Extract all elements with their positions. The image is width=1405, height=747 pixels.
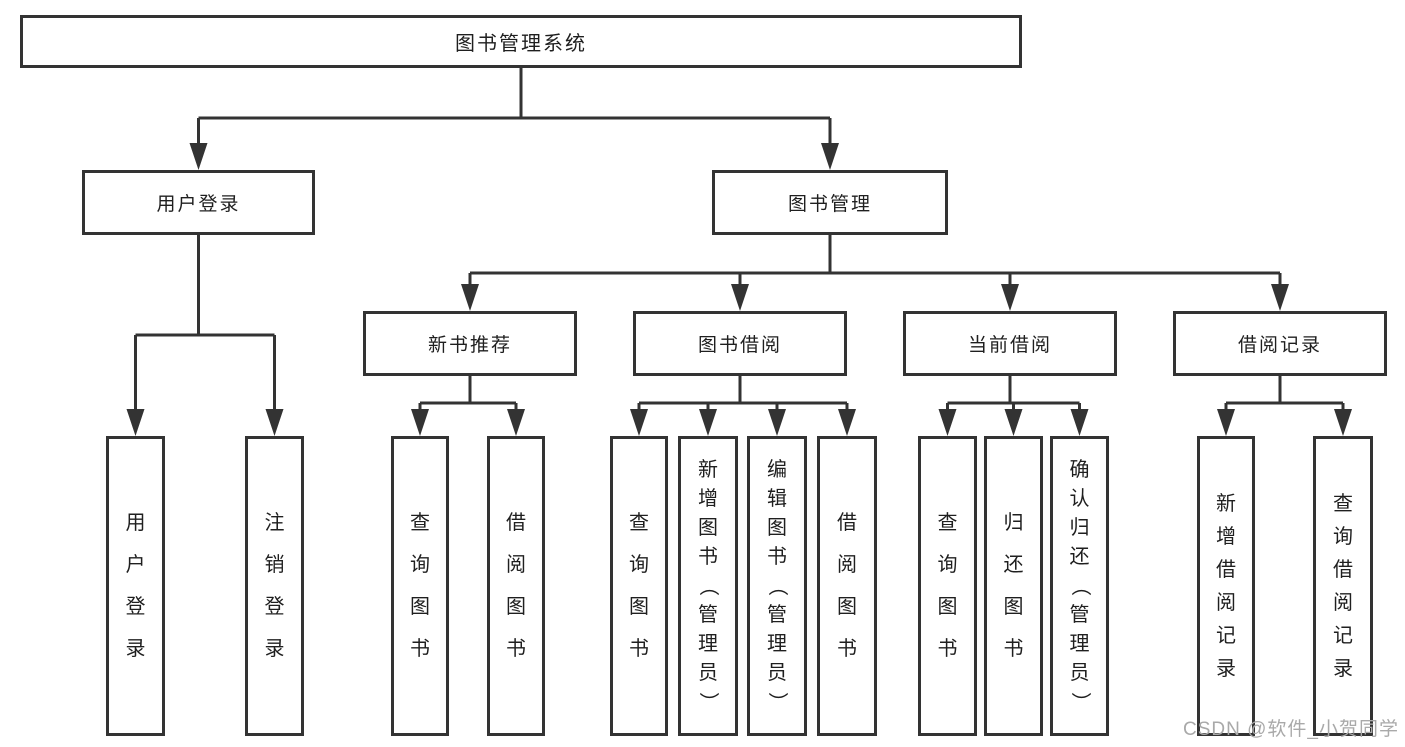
node-root: 图书管理系统 [20,15,1022,68]
leaf-label: 查询图书 [937,512,958,660]
leaf-label: 新增借阅记录 [1216,492,1236,680]
node-label: 用户登录 [156,194,241,215]
leaf-label: 用户登录 [125,512,146,660]
leaf-bb-add-book-admin: 新增图书（管理员） [678,436,738,736]
node-user-login: 用户登录 [82,170,315,235]
node-book-management: 图书管理 [712,170,948,235]
node-label: 新书推荐 [427,335,512,356]
node-borrow-records: 借阅记录 [1173,311,1387,376]
leaf-br-add-record: 新增借阅记录 [1197,436,1255,736]
leaf-nb-query-books: 查询图书 [391,436,449,736]
leaf-bb-borrow-books: 借阅图书 [817,436,877,736]
watermark: CSDN @软件_小贺同学 [1183,719,1399,740]
leaf-label: 借阅图书 [506,512,526,660]
leaf-label: 编辑图书（管理员） [766,459,788,712]
leaf-bb-edit-book-admin: 编辑图书（管理员） [747,436,807,736]
leaf-cb-confirm-return-admin: 确认归还（管理员） [1050,436,1109,736]
leaf-label: 确认归还（管理员） [1068,459,1091,712]
leaf-cb-query-books: 查询图书 [918,436,977,736]
leaf-cb-return-books: 归还图书 [984,436,1043,736]
node-current-borrow: 当前借阅 [903,311,1117,376]
leaf-nb-borrow-books: 借阅图书 [487,436,545,736]
node-label: 借阅记录 [1237,335,1322,356]
leaf-bb-query-books: 查询图书 [610,436,668,736]
node-label: 图书借阅 [697,335,782,356]
node-label: 当前借阅 [967,335,1052,356]
leaf-user-login: 用户登录 [106,436,165,736]
leaf-label: 查询图书 [410,512,430,660]
leaf-label: 查询图书 [629,512,649,660]
node-label: 图书管理 [787,194,872,215]
node-label: 图书管理系统 [455,33,587,55]
leaf-label: 注销登录 [264,512,285,660]
node-book-borrow: 图书借阅 [633,311,847,376]
leaf-br-query-record: 查询借阅记录 [1313,436,1373,736]
leaf-logout: 注销登录 [245,436,304,736]
leaf-label: 新增图书（管理员） [697,459,719,712]
leaf-label: 查询借阅记录 [1333,492,1353,680]
leaf-label: 归还图书 [1003,512,1024,660]
leaf-label: 借阅图书 [837,512,857,660]
node-new-book-recommend: 新书推荐 [363,311,577,376]
